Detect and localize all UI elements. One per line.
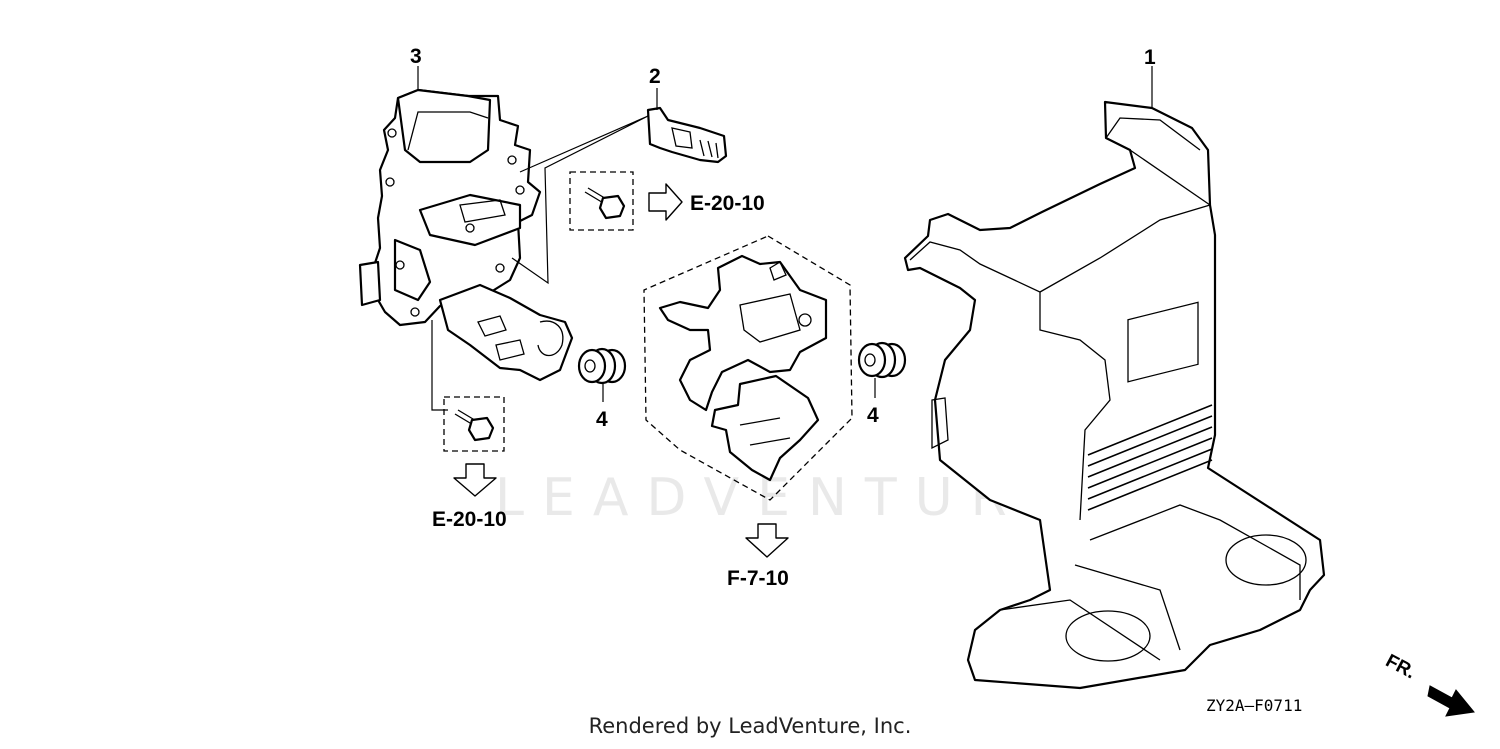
inner-bracket-assembly — [643, 235, 853, 501]
front-label: FR. — [1382, 650, 1419, 683]
diagram-code: ZY2A—F0711 — [1206, 696, 1302, 715]
leader-part-2 — [511, 115, 649, 285]
front-direction-indicator: FR. — [1382, 650, 1475, 717]
ref-arrow-down-left — [453, 463, 497, 497]
ref-e20-10-bottom[interactable]: E-20-10 — [432, 508, 507, 531]
leader-bolt-lower — [431, 320, 448, 411]
ref-f7-10[interactable]: F-7-10 — [727, 567, 789, 590]
callout-part-2: 2 — [649, 65, 661, 88]
grommet-left — [577, 347, 627, 385]
front-arrow-icon — [1427, 685, 1475, 717]
grommet-right — [857, 341, 907, 379]
part-1-cover — [903, 100, 1326, 690]
bolt-upper — [569, 171, 634, 231]
part-3-bracket — [358, 88, 574, 382]
callout-part-4b: 4 — [867, 404, 879, 427]
callout-part-3: 3 — [410, 45, 422, 68]
part-2-clip — [646, 106, 728, 164]
render-credit: Rendered by LeadVenture, Inc. — [588, 714, 912, 738]
ref-e20-10-right[interactable]: E-20-10 — [690, 192, 765, 215]
ref-arrow-down-center — [745, 523, 789, 558]
ref-arrow-right — [648, 183, 683, 221]
callout-part-4a: 4 — [596, 408, 608, 431]
callout-part-1: 1 — [1144, 46, 1156, 69]
bolt-lower — [443, 396, 505, 452]
